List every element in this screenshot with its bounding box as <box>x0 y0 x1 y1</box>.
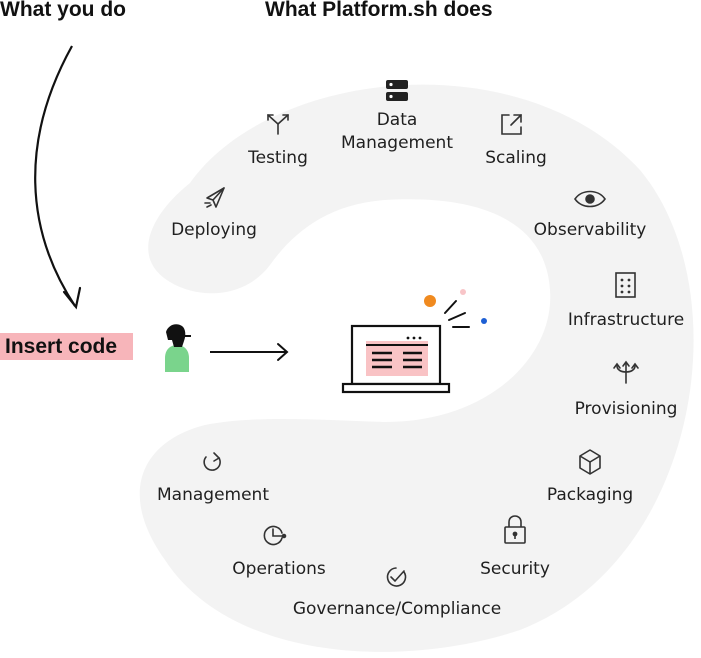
clock-icon <box>263 525 287 546</box>
step-label-operations: Operations <box>232 559 326 579</box>
cube-icon <box>579 449 601 475</box>
step-label-testing: Testing <box>248 148 308 168</box>
person-icon <box>165 324 191 372</box>
refresh-icon <box>203 452 221 471</box>
step-label-infrastructure: Infrastructure <box>567 310 685 330</box>
sparkle-decoration <box>424 289 487 328</box>
step-label-management: Management <box>157 485 269 505</box>
external-link-icon <box>501 114 522 135</box>
paper-plane-icon <box>204 187 225 208</box>
trident-icon <box>613 360 639 384</box>
header-what-platform-does: What Platform.sh does <box>265 0 493 21</box>
insert-code-label: Insert code <box>0 333 133 360</box>
fork-icon <box>267 114 289 135</box>
step-label-provisioning: Provisioning <box>574 399 678 419</box>
laptop-icon <box>341 324 451 394</box>
step-label-packaging: Packaging <box>546 485 634 505</box>
flow-arrow-curve <box>34 45 76 307</box>
step-label-scaling: Scaling <box>485 148 547 168</box>
check-circle-icon <box>386 567 407 587</box>
header-what-you-do: What you do <box>0 0 126 21</box>
flow-arrow-curve-head <box>62 286 82 310</box>
ring-background <box>139 84 694 652</box>
step-label-security: Security <box>480 559 550 579</box>
step-label-observability: Observability <box>533 220 647 240</box>
step-label-deploying: Deploying <box>171 220 257 240</box>
flow-arrow-straight-head <box>277 343 289 361</box>
database-icon <box>386 80 408 101</box>
step-label-data-management: Data Management <box>341 110 453 153</box>
lock-icon <box>504 515 526 544</box>
building-icon <box>615 272 636 298</box>
eye-icon <box>574 190 606 208</box>
step-label-governance: Governance/Compliance <box>292 599 502 619</box>
